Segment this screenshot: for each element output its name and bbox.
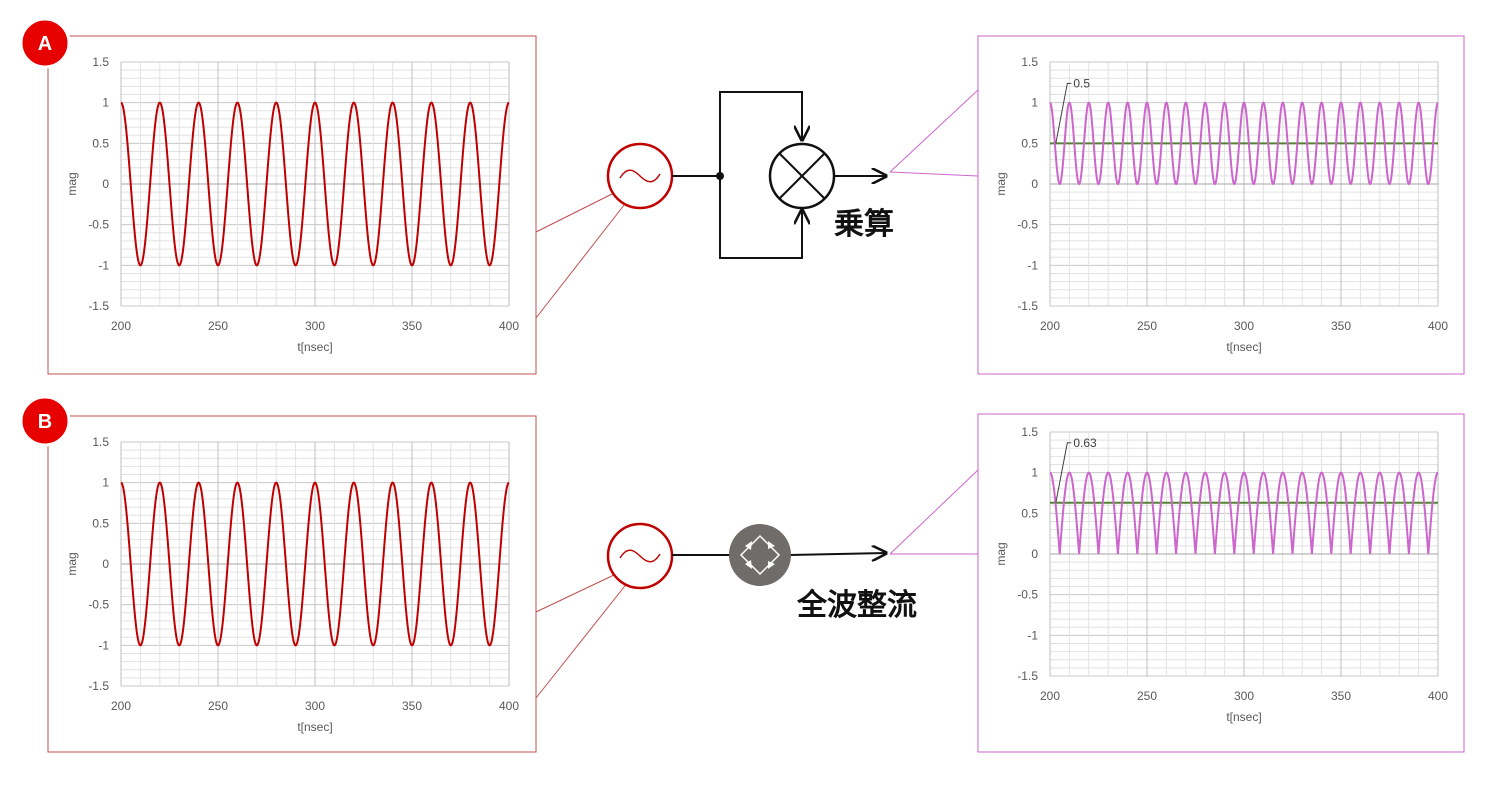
series-line bbox=[1049, 101, 1439, 186]
operation-label-b: 全波整流 bbox=[796, 588, 917, 623]
y-tick-label: -0.5 bbox=[1017, 588, 1038, 602]
y-tick-label: -1 bbox=[1027, 628, 1038, 642]
x-tick-label: 250 bbox=[1137, 689, 1157, 703]
y-axis-label: mag bbox=[65, 552, 79, 575]
badge-b: B bbox=[19, 395, 71, 447]
x-tick-label: 350 bbox=[402, 319, 422, 333]
x-tick-label: 350 bbox=[1331, 689, 1351, 703]
multiplier-wiring bbox=[672, 91, 886, 259]
badge-b-label: B bbox=[38, 411, 52, 433]
rectifier-wiring bbox=[672, 553, 886, 555]
x-tick-label: 200 bbox=[1040, 319, 1060, 333]
x-tick-label: 250 bbox=[208, 699, 228, 713]
y-tick-label: -1.5 bbox=[1017, 299, 1038, 313]
callout-line-a-out-top bbox=[889, 89, 979, 173]
x-axis-label: t[nsec] bbox=[297, 340, 332, 354]
series-line bbox=[1049, 471, 1439, 555]
x-tick-label: 400 bbox=[499, 319, 519, 333]
y-tick-label: 1.5 bbox=[1021, 55, 1038, 69]
y-tick-label: 0.5 bbox=[92, 516, 109, 530]
series-line bbox=[120, 101, 510, 267]
y-tick-label: -0.5 bbox=[1017, 218, 1038, 232]
series-line bbox=[120, 481, 510, 647]
y-tick-label: -0.5 bbox=[88, 218, 109, 232]
x-tick-label: 200 bbox=[111, 319, 131, 333]
y-tick-label: -1 bbox=[1027, 258, 1038, 272]
input-chart-frame-a bbox=[47, 35, 537, 375]
badge-a-label: A bbox=[38, 33, 52, 55]
x-tick-label: 400 bbox=[499, 699, 519, 713]
y-tick-label: -0.5 bbox=[88, 598, 109, 612]
x-tick-label: 350 bbox=[402, 699, 422, 713]
x-tick-label: 300 bbox=[1234, 319, 1254, 333]
y-tick-label: 1.5 bbox=[92, 55, 109, 69]
y-tick-label: -1.5 bbox=[88, 679, 109, 693]
average-callout-line bbox=[1055, 442, 1072, 503]
x-axis-label: t[nsec] bbox=[1226, 340, 1261, 354]
callout-line-b-top bbox=[535, 573, 617, 613]
junction-dot bbox=[716, 172, 724, 180]
callout-line-b-bottom bbox=[535, 581, 629, 699]
multiply-icon bbox=[768, 142, 836, 210]
y-tick-label: 0.5 bbox=[92, 136, 109, 150]
x-tick-label: 400 bbox=[1428, 319, 1448, 333]
x-tick-label: 300 bbox=[1234, 689, 1254, 703]
x-tick-label: 250 bbox=[1137, 319, 1157, 333]
y-tick-label: 1 bbox=[102, 96, 109, 110]
x-tick-label: 300 bbox=[305, 319, 325, 333]
x-axis-label: t[nsec] bbox=[297, 720, 332, 734]
callout-line-a-out-bottom bbox=[889, 171, 979, 177]
input-chart-frame-b bbox=[47, 415, 537, 753]
x-tick-label: 300 bbox=[305, 699, 325, 713]
y-tick-label: 1 bbox=[1031, 466, 1038, 480]
y-tick-label: 0 bbox=[102, 177, 109, 191]
y-tick-label: 1.5 bbox=[92, 435, 109, 449]
average-callout-line bbox=[1055, 82, 1072, 144]
bridge-rectifier-icon bbox=[729, 524, 791, 586]
y-tick-label: -1.5 bbox=[1017, 669, 1038, 683]
y-tick-label: 0 bbox=[1031, 547, 1038, 561]
x-tick-label: 250 bbox=[208, 319, 228, 333]
output-chart-frame-b bbox=[977, 413, 1465, 753]
x-tick-label: 400 bbox=[1428, 689, 1448, 703]
ac-source-icon bbox=[606, 522, 674, 590]
callout-line-a-top bbox=[535, 191, 617, 233]
operation-label-a: 乗算 bbox=[834, 207, 894, 242]
y-tick-label: 0.5 bbox=[1021, 136, 1038, 150]
badge-a: A bbox=[19, 17, 71, 69]
x-tick-label: 350 bbox=[1331, 319, 1351, 333]
y-tick-label: -1 bbox=[98, 638, 109, 652]
y-axis-label: mag bbox=[65, 172, 79, 195]
average-value-label: 0.63 bbox=[1073, 436, 1097, 450]
x-tick-label: 200 bbox=[111, 699, 131, 713]
y-axis-label: mag bbox=[994, 172, 1008, 195]
y-tick-label: -1 bbox=[98, 258, 109, 272]
y-tick-label: -1.5 bbox=[88, 299, 109, 313]
x-tick-label: 200 bbox=[1040, 689, 1060, 703]
callout-line-b-out-top bbox=[889, 469, 979, 555]
y-tick-label: 1.5 bbox=[1021, 425, 1038, 439]
x-axis-label: t[nsec] bbox=[1226, 710, 1261, 724]
y-tick-label: 1 bbox=[1031, 96, 1038, 110]
output-chart-frame-a bbox=[977, 35, 1465, 375]
y-tick-label: 1 bbox=[102, 476, 109, 490]
callout-line-a-bottom bbox=[535, 199, 629, 319]
y-tick-label: 0 bbox=[1031, 177, 1038, 191]
ac-source-icon bbox=[606, 142, 674, 210]
average-value-label: 0.5 bbox=[1073, 76, 1090, 90]
y-axis-label: mag bbox=[994, 542, 1008, 565]
y-tick-label: 0 bbox=[102, 557, 109, 571]
y-tick-label: 0.5 bbox=[1021, 506, 1038, 520]
